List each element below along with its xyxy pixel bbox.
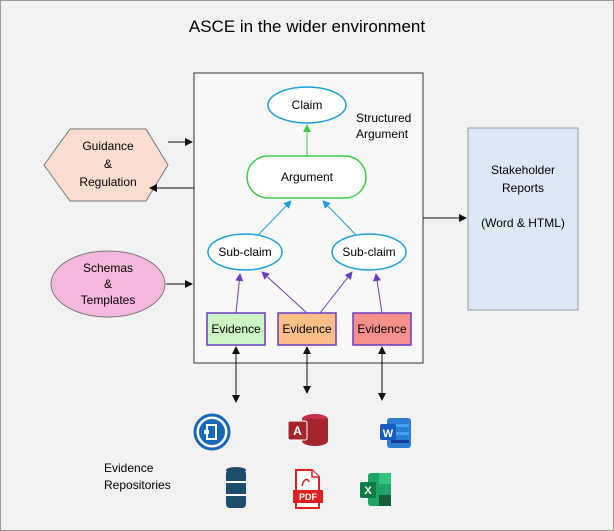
arrow-evidence-green-subclaim [235, 273, 244, 314]
arrow-subclaim-left-argument [257, 200, 292, 236]
schemas-ellipse [50, 250, 166, 318]
excel-letter: X [364, 485, 372, 497]
arrow-evidence-orange-subclaim-right [319, 271, 353, 314]
stakeholder-line2: Reports [502, 181, 544, 195]
pdf-icon: PDF [293, 469, 323, 509]
access-icon: A [287, 414, 328, 446]
arrow-evidence-orange-subclaim-left [261, 271, 308, 314]
file-share-icon [193, 413, 231, 451]
evidence-green-label: Evidence [211, 322, 261, 336]
claim-node [267, 86, 347, 124]
subclaim-left-node [207, 233, 283, 271]
guidance-line1: Guidance [82, 139, 134, 153]
stakeholder-reports-box [467, 127, 579, 311]
guidance-line2: & [104, 157, 112, 171]
argument-label: Argument [281, 170, 334, 184]
word-letter: W [383, 428, 394, 440]
diagram-title: ASCE in the wider environment [189, 17, 426, 36]
subclaim-left-label: Sub-claim [218, 245, 271, 259]
evidence-red-box [352, 312, 412, 346]
arrow-subclaim-right-argument [322, 200, 357, 236]
stakeholder-line3: (Word & HTML) [481, 216, 565, 230]
structured-label-line1: Structured [356, 111, 411, 125]
guidance-line3: Regulation [79, 175, 136, 189]
evidence-green-box [206, 312, 266, 346]
stakeholder-line1: Stakeholder [491, 163, 555, 177]
database-icon [226, 467, 246, 508]
evidence-red-label: Evidence [357, 322, 407, 336]
claim-label: Claim [292, 98, 323, 112]
subclaim-right-node [331, 233, 407, 271]
word-icon: W [380, 418, 411, 448]
subclaim-right-label: Sub-claim [342, 245, 395, 259]
excel-icon: X [360, 473, 391, 506]
access-letter: A [293, 424, 302, 438]
schemas-line3: Templates [81, 293, 136, 307]
evidence-repositories-line2: Repositories [104, 478, 171, 492]
arrow-evidence-red-subclaim [373, 273, 383, 314]
pdf-label: PDF [299, 492, 318, 502]
evidence-orange-label: Evidence [282, 322, 332, 336]
evidence-orange-box [277, 312, 337, 346]
schemas-line2: & [104, 277, 112, 291]
guidance-hexagon [43, 128, 169, 202]
schemas-line1: Schemas [83, 261, 133, 275]
structured-label-line2: Argument [356, 127, 409, 141]
evidence-repositories-line1: Evidence [104, 461, 154, 475]
